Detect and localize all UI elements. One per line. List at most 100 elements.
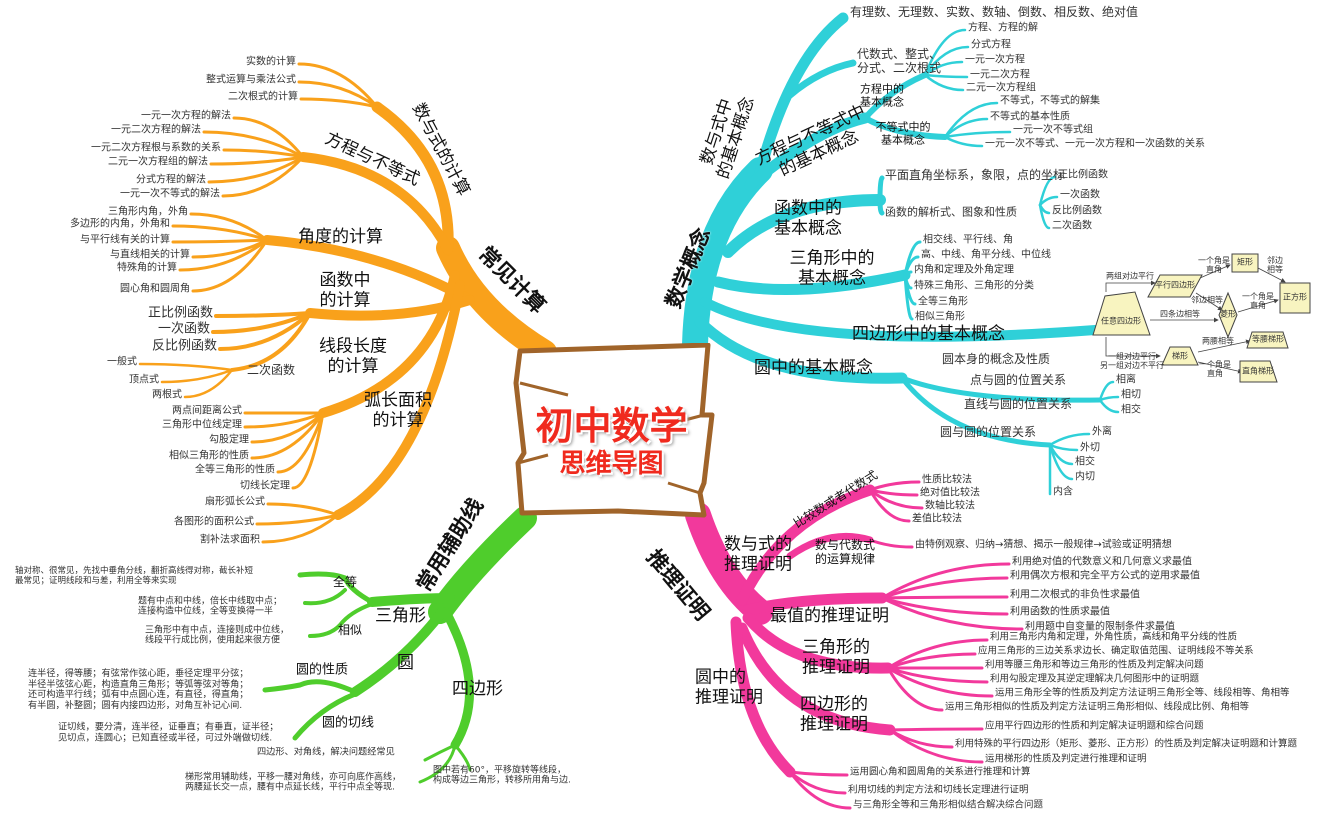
topic-circle-proof-line: 圆中的 bbox=[695, 667, 746, 688]
sub-branch bbox=[886, 652, 977, 670]
edge-right-angle: 一个角是直角 bbox=[1199, 360, 1231, 379]
concept-item: 内角和定理及外角定理 bbox=[914, 264, 1014, 276]
concept-item: 不等式，不等式的解集 bbox=[1000, 95, 1100, 107]
node-isosceles-trapezoid: 等腰梯形 bbox=[1252, 334, 1284, 344]
edge-one-pair-parallel-line: 另一组对边不平行 bbox=[1100, 361, 1164, 370]
sub-branch bbox=[868, 488, 924, 510]
topic-function-concepts: 函数中的基本概念 bbox=[774, 199, 842, 238]
branch bbox=[230, 311, 312, 372]
proof-item: 运用圆心角和圆周角的关系进行推理和计算 bbox=[850, 766, 1031, 778]
sub-branch bbox=[297, 62, 379, 109]
edge-adjacent-equal-line: 相等 bbox=[1267, 265, 1283, 274]
sub-branch bbox=[880, 562, 1011, 600]
branch bbox=[694, 316, 908, 384]
topic-triangle-proof: 三角形的推理证明 bbox=[802, 638, 870, 677]
aux-rotation-tips: 图中若有60°，平移旋转等线段，构成等边三角形，转移所用角与边. bbox=[433, 766, 571, 787]
sub-branch bbox=[222, 148, 305, 159]
topic-numexpr-proof-line: 数与式的 bbox=[724, 534, 792, 555]
aux-congruent-tips: 轴对称、很常见，先找中垂角分线，翻折高线得对称，截长补短最常见；证明线段和与差，… bbox=[15, 566, 253, 587]
calc-item: 全等三角形的性质 bbox=[195, 464, 275, 476]
node-right-trapezoid: 直角梯形 bbox=[1242, 366, 1274, 376]
concept-item: 函数的解析式、图象和性质 bbox=[885, 205, 1017, 219]
sub-branch bbox=[218, 311, 312, 351]
edge-legs-equal: 两腰相等 bbox=[1202, 336, 1234, 346]
concept-item: 高、中线、角平分线、中位线 bbox=[921, 249, 1051, 261]
topic-inequality-concepts-line: 基本概念 bbox=[881, 133, 925, 146]
sub-branch bbox=[250, 411, 325, 460]
aux-midpoint-tips-line: 题有中点和中线，倍长中线取中点； bbox=[138, 596, 283, 607]
topic-triangle-concepts-line: 基本概念 bbox=[798, 268, 866, 288]
calc-item: 顶点式 bbox=[129, 374, 159, 386]
calc-item: 三角形内角，外角 bbox=[108, 206, 188, 218]
sub-branch bbox=[868, 480, 921, 492]
calc-item: 一次函数 bbox=[157, 321, 210, 337]
topic-circle-aux: 圆 bbox=[397, 653, 414, 674]
sub-branch bbox=[880, 596, 1009, 616]
branch bbox=[371, 101, 454, 256]
topic-inequality-concepts-line: 不等式中的 bbox=[875, 120, 931, 134]
proof-item: 应用平行四边形的性质和判定解决证明题和综合问题 bbox=[985, 720, 1204, 732]
calc-item: 一元二次方程的解法 bbox=[111, 124, 201, 136]
branch bbox=[742, 592, 888, 616]
sub-branch bbox=[299, 97, 379, 109]
sub-branch bbox=[232, 116, 305, 159]
concept-item: 内切 bbox=[1075, 471, 1095, 483]
concept-item: 相似三角形 bbox=[915, 311, 965, 323]
sub-branch bbox=[207, 155, 305, 184]
proof-item: 利用等腰三角形和等边三角形的性质及判定解决问题 bbox=[985, 659, 1204, 671]
concept-item: 全等三角形 bbox=[918, 296, 968, 308]
branch bbox=[297, 571, 375, 605]
aux-trapezoid-tips-line: 梯形常用辅助线，平移一腰对角线，亦可向底作高线， bbox=[185, 772, 402, 783]
calc-item: 圆心角和圆周角 bbox=[120, 283, 190, 295]
topic-quadrilateral-proof-line: 四边形的 bbox=[800, 694, 868, 715]
arrow bbox=[1195, 292, 1223, 311]
calc-item: 分式方程的解法 bbox=[136, 174, 206, 186]
branch bbox=[862, 115, 948, 140]
branch bbox=[742, 612, 894, 674]
shape-parallelogram bbox=[1147, 274, 1203, 298]
aux-circle-property-tips: 连半径，得等腰；有弦常作弦心距，垂径定理平分弦；半径半弦弦心距，构造直角三角形；… bbox=[28, 668, 249, 711]
proof-item: 差值比较法 bbox=[912, 513, 962, 525]
concept-item: 一元一次不等式组 bbox=[1013, 124, 1093, 136]
sub-branch bbox=[1048, 432, 1091, 447]
topic-arc-calc-line: 的计算 bbox=[372, 410, 424, 430]
edge-adjacent-equal-line: 邻边 bbox=[1267, 256, 1283, 266]
topic-extreme-proof: 最值的推理证明 bbox=[770, 606, 889, 627]
calc-item: 一般式 bbox=[107, 356, 137, 368]
node-parallelogram: 平行四边形 bbox=[1155, 280, 1195, 290]
calc-item: 相似三角形的性质 bbox=[169, 450, 249, 462]
sub-branch bbox=[886, 638, 989, 670]
branch bbox=[298, 152, 453, 255]
sub-branch bbox=[886, 666, 944, 712]
proof-item: 应用三角形的三边关系求边长、确定取值范围、证明线段不等关系 bbox=[978, 645, 1254, 657]
branch bbox=[744, 112, 871, 191]
shape-square bbox=[1279, 282, 1311, 314]
aux-rotation-tips-line: 图中若有60°，平移旋转等线段， bbox=[433, 765, 566, 776]
concept-item: 外离 bbox=[1092, 426, 1112, 438]
arrow bbox=[1105, 280, 1156, 292]
concept-item: 有理数、无理数、实数、数轴、倒数、相反数、绝对值 bbox=[850, 5, 1139, 20]
edge-right-angle-line: 一个角是 bbox=[1199, 360, 1231, 370]
branch bbox=[877, 197, 885, 216]
branch bbox=[899, 375, 1053, 448]
aux-tangent-tips-line: 证切线，要分清，连半径，证垂直；有垂直，证半径； bbox=[58, 721, 279, 733]
topic-similar: 相似 bbox=[338, 623, 363, 638]
edge-four-sides-equal: 四条边相等 bbox=[1160, 309, 1200, 319]
proof-item: 利用切线的判定方法和切线长定理进行证明 bbox=[848, 784, 1029, 796]
topic-quadrilateral-aux: 四边形 bbox=[452, 679, 503, 700]
shape-any-quadrilateral bbox=[1092, 291, 1151, 336]
concept-item-algebra-line: 分式、二次根式 bbox=[857, 61, 942, 75]
branch bbox=[722, 194, 886, 258]
calc-item: 两根式 bbox=[152, 389, 182, 401]
topic-segment-calc-line: 线段长度 bbox=[319, 336, 387, 357]
center-title-box: 初中数学 思维导图 bbox=[508, 342, 715, 520]
concept-item: 一元一次方程 bbox=[965, 54, 1025, 66]
aux-circle-property-tips-line: 半径半弦弦心距，构造直角三角形；等弧等弦对等角； bbox=[28, 678, 249, 690]
sub-branch bbox=[868, 488, 919, 497]
calc-item: 两点间距离公式 bbox=[172, 405, 242, 417]
branch bbox=[899, 375, 1103, 403]
topic-function-calc-line: 函数中 bbox=[319, 270, 371, 291]
concept-item: 圆与圆的位置关系 bbox=[940, 425, 1037, 440]
sub-branch bbox=[886, 666, 989, 684]
